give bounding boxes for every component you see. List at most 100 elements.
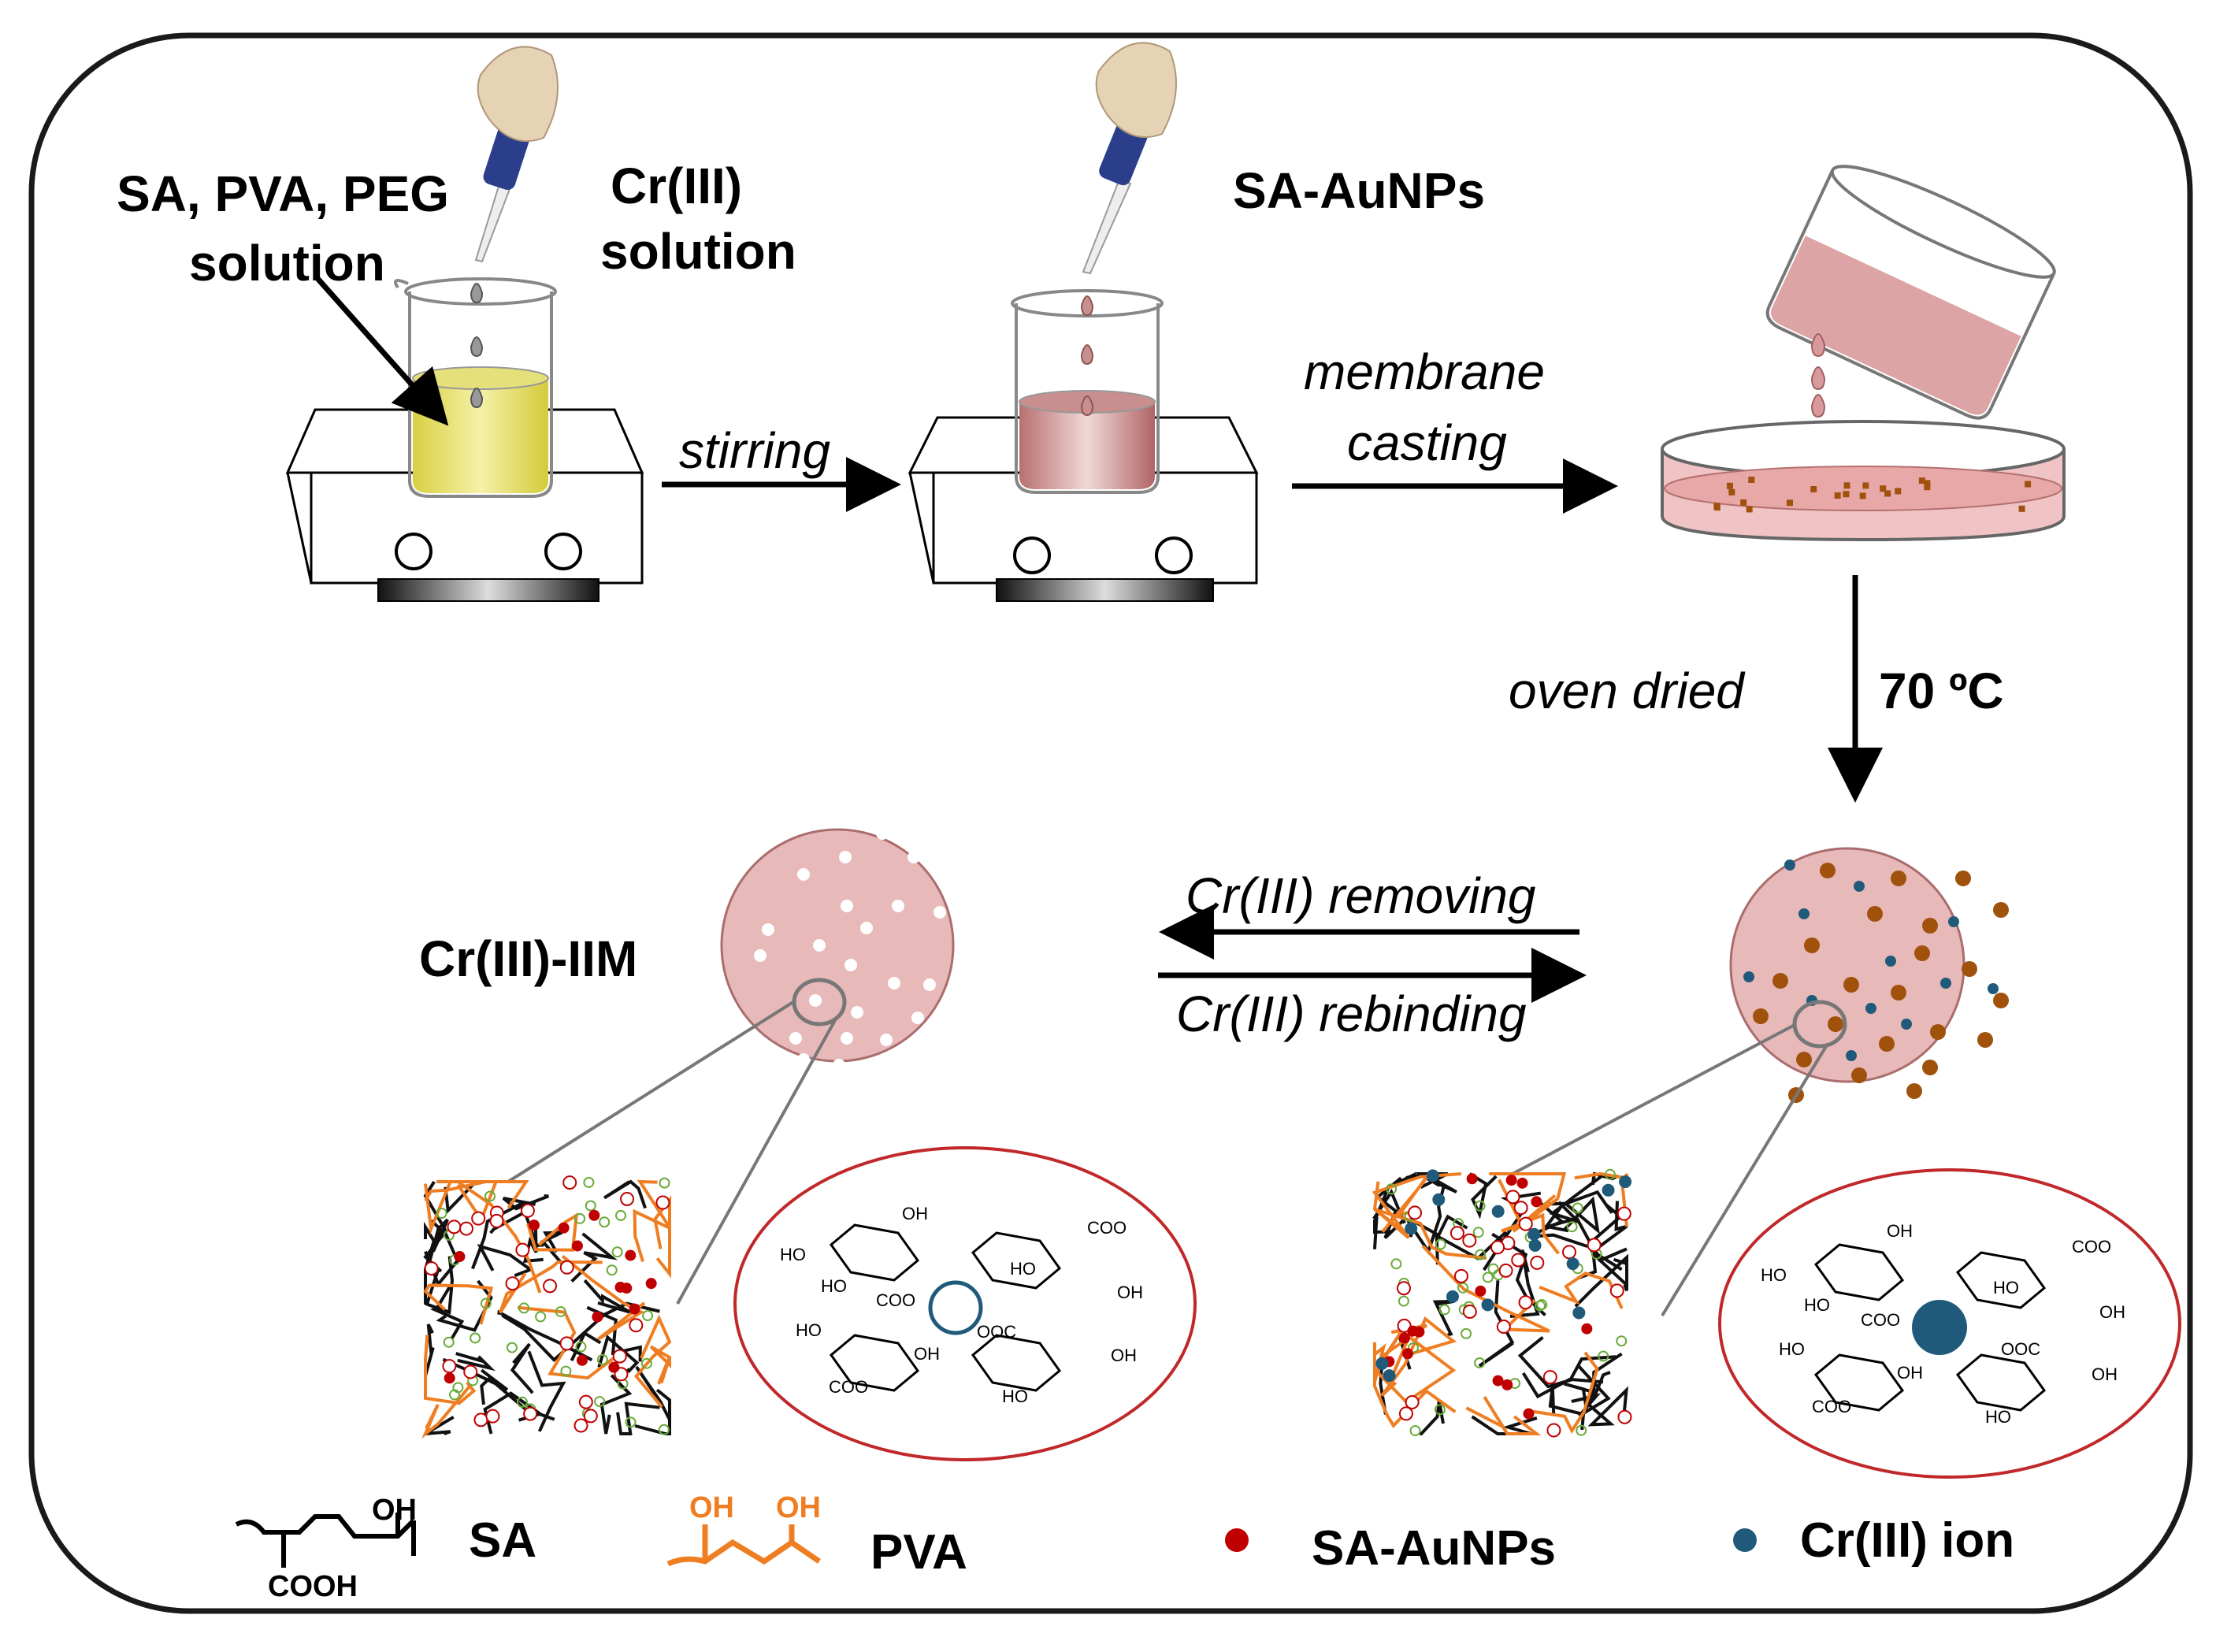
hydroxyl-group	[518, 1302, 530, 1314]
sa-chain	[1521, 1355, 1617, 1399]
cr-ion-particle	[1784, 859, 1795, 871]
sa-chain	[501, 1314, 602, 1362]
carboxylate-group	[1396, 1281, 1411, 1296]
cr-ion-particle	[1619, 1175, 1632, 1189]
sa-chain	[635, 1365, 671, 1434]
aunp-particle	[1993, 902, 2009, 918]
aunp-particle	[576, 1354, 588, 1366]
sa-chain	[1592, 1352, 1623, 1399]
chem-ho: HO	[1993, 1278, 2019, 1297]
sa-chain	[1563, 1382, 1597, 1414]
sa-chain	[1517, 1336, 1604, 1389]
carboxylate-group	[1462, 1233, 1477, 1248]
carboxylate-group	[1587, 1238, 1602, 1253]
carboxylate-group	[1397, 1318, 1412, 1333]
aunp-particle	[1906, 1083, 1922, 1099]
iim-zoom-line-2	[676, 1019, 837, 1305]
pva-chain	[421, 1384, 472, 1439]
pva-chain	[424, 1180, 529, 1209]
hydroxyl-group	[452, 1382, 464, 1394]
cavity	[851, 1006, 863, 1019]
cavity	[797, 868, 810, 881]
aunp-particle	[1828, 1016, 1843, 1032]
carboxylate-group	[583, 1409, 598, 1424]
iim-zoom-line-1	[507, 999, 797, 1183]
hydroxyl-group	[516, 1396, 528, 1408]
aunp-particle	[1401, 1348, 1413, 1360]
pva-chain	[637, 1179, 671, 1249]
dish-particle	[1834, 492, 1841, 499]
carboxylate-group	[573, 1418, 588, 1433]
aunp-particle	[1891, 871, 1906, 886]
hydroxyl-group	[658, 1424, 670, 1435]
cr-ion-particle	[1405, 1222, 1418, 1235]
legend-cr-dot	[1733, 1528, 1757, 1552]
cavity	[841, 1032, 853, 1045]
sa-chain	[1548, 1386, 1586, 1431]
aunp-particle	[645, 1278, 657, 1290]
chem-oh: OH	[1117, 1283, 1143, 1302]
beaker-yellow	[394, 277, 557, 498]
sa-chain	[436, 1279, 493, 1332]
legend-sa-oh: OH	[372, 1494, 417, 1527]
aunp-particle	[528, 1220, 540, 1231]
aunp-particle	[1891, 985, 1906, 1000]
hydroxyl-group	[1482, 1271, 1494, 1283]
pva-chain	[649, 1345, 672, 1385]
chem-ho: HO	[1761, 1265, 1787, 1285]
cr-ion-particle	[1940, 978, 1951, 989]
carboxylate-group	[523, 1406, 538, 1421]
sa-chain	[430, 1284, 465, 1340]
sa-chain	[527, 1350, 566, 1432]
sa-chain	[603, 1179, 647, 1209]
sugar-ring	[971, 1334, 1062, 1392]
dish-particle	[1843, 491, 1850, 498]
hydroxyl-group	[555, 1305, 566, 1317]
legend-sa-structure	[235, 1513, 416, 1568]
sa-chain	[616, 1401, 660, 1435]
cavity	[762, 923, 774, 936]
cr-cavity-empty	[928, 1280, 983, 1335]
loaded-zoom-line-2	[1661, 1042, 1829, 1317]
carboxylate-group	[1405, 1394, 1420, 1409]
hydroxyl-group	[535, 1311, 547, 1323]
sa-chain	[510, 1342, 534, 1394]
carboxylate-group	[458, 1221, 473, 1236]
cavity	[809, 994, 822, 1007]
aunp-particle	[588, 1209, 600, 1221]
carboxylate-group	[1490, 1240, 1505, 1255]
carboxylate-group	[1496, 1320, 1511, 1335]
label-sa-pva-peg: SA, PVA, PEG	[117, 165, 450, 222]
hydroxyl-group	[1576, 1424, 1587, 1436]
sa-chain	[522, 1223, 544, 1264]
label-cr-rebinding: Cr(III) rebinding	[1176, 986, 1527, 1042]
cavity	[923, 978, 936, 991]
loaded-membrane-disc	[1729, 847, 1965, 1083]
polymer-network-left	[421, 1175, 672, 1439]
hydroxyl-group	[1566, 1221, 1578, 1233]
cr-ion-particle	[1491, 1205, 1505, 1218]
label-solution-1: solution	[189, 235, 385, 291]
sa-chain	[586, 1305, 642, 1362]
hydroxyl-group	[484, 1190, 496, 1202]
cavity	[860, 922, 873, 934]
aunp-particle	[1820, 863, 1836, 878]
aunp-particle	[1962, 961, 1977, 977]
aunp-particle	[1523, 1408, 1535, 1420]
label-temperature: 70 ºC	[1879, 663, 2004, 719]
hydroxyl-group	[606, 1264, 618, 1276]
sa-chain	[1574, 1253, 1628, 1308]
aunp-particle	[1867, 906, 1883, 922]
hydroxyl-group	[642, 1309, 654, 1321]
carboxylate-group	[1561, 1245, 1576, 1260]
carboxylate-group	[1449, 1226, 1464, 1241]
hydroxyl-group	[1474, 1357, 1486, 1368]
cavity	[911, 1012, 924, 1024]
label-cr-removing: Cr(III) removing	[1186, 867, 1536, 924]
cr-ion-particle	[1988, 983, 1999, 994]
hydroxyl-group	[574, 1212, 586, 1224]
aunp-particle	[1930, 1024, 1946, 1040]
chem-oh: OH	[2099, 1302, 2125, 1322]
chem-oh: OH	[2092, 1364, 2118, 1384]
chem-ho: HO	[796, 1320, 822, 1340]
